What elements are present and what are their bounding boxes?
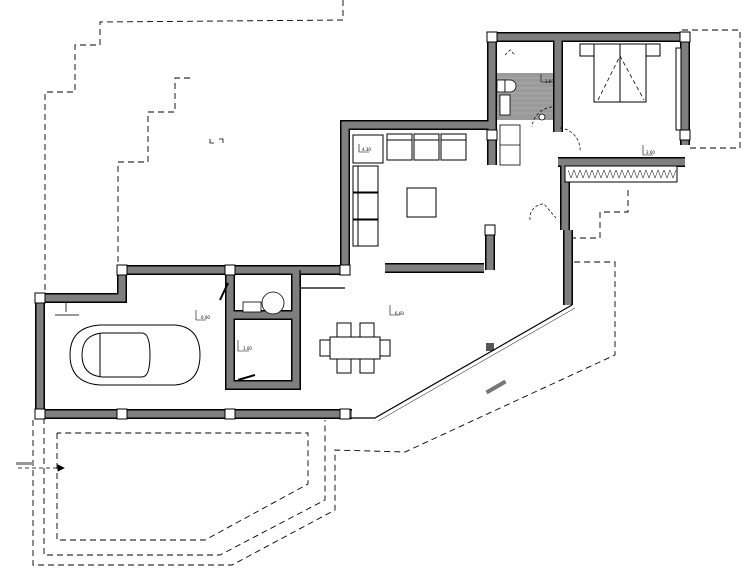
dining-table (329, 336, 381, 360)
wardrobe (564, 165, 678, 183)
level-bedroom: 3.60 (646, 150, 655, 155)
bathroom-fixtures (496, 79, 546, 166)
coffee-table (406, 187, 437, 218)
car (69, 324, 201, 386)
level-garage: 6.00 (201, 315, 210, 320)
level-marker-garage: 6.00 (195, 310, 210, 321)
armchair (352, 134, 384, 164)
column-terrace (486, 343, 494, 351)
level-marker-terrace: 6.60 (389, 305, 404, 316)
level-marker-storage: 1.00 (237, 340, 252, 352)
plot-boundary (32, 0, 741, 566)
living-furniture (352, 133, 467, 247)
level-terrace: 6.60 (395, 311, 404, 316)
bed-dash (597, 55, 645, 101)
door-swings (504, 49, 581, 221)
marker (209, 138, 224, 144)
wardrobe-hangers (567, 169, 677, 179)
terrace-edge (299, 270, 576, 422)
level-marker-bedroom: 3.60 (642, 145, 655, 156)
terrace-label (485, 379, 507, 395)
entrance-arrow (16, 303, 79, 472)
utility (219, 282, 285, 381)
level-living: 4.30 (362, 147, 371, 152)
level-marker-bathroom: 3.60 (540, 74, 554, 84)
level-marker-living: 4.30 (358, 144, 371, 153)
level-bathroom: 3.60 (545, 79, 554, 84)
level-markers: 4.30 3.60 3.60 6.00 1.00 6.60 (195, 74, 655, 352)
columns (34, 31, 691, 420)
dining-set (319, 322, 391, 374)
water-tank (261, 291, 285, 315)
level-storage: 1.00 (243, 346, 252, 351)
